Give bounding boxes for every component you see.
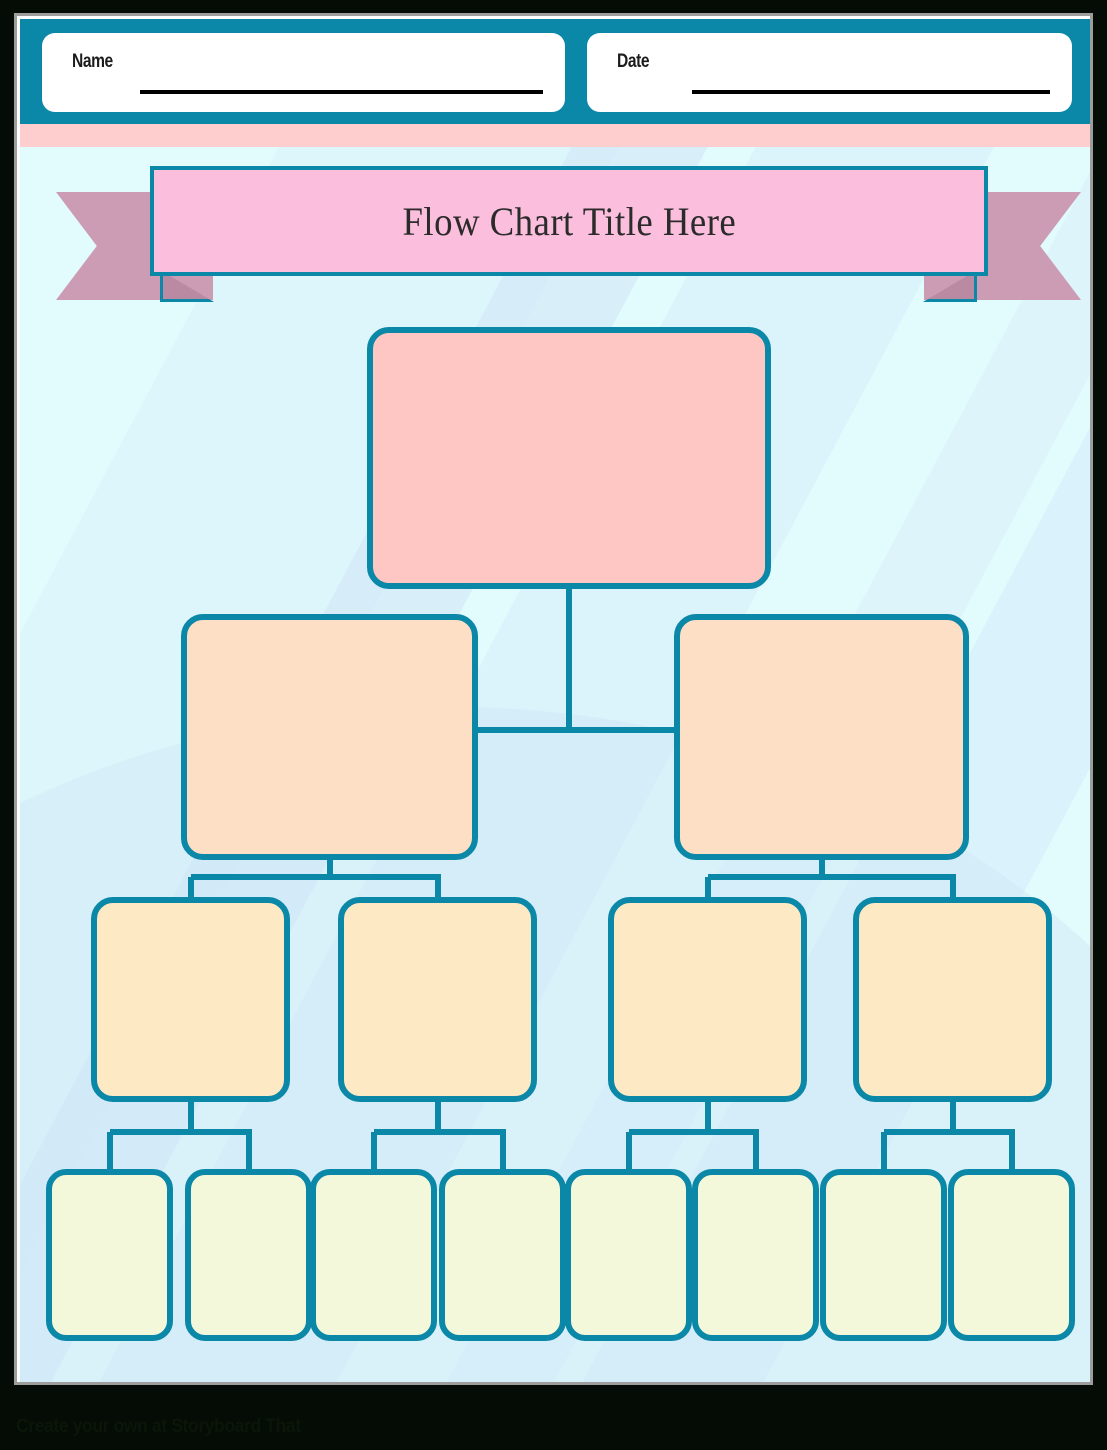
flow-node-n3d[interactable] [853,897,1052,1102]
flow-node-n4c[interactable] [310,1169,437,1341]
connector-n2b-bus [707,873,956,880]
worksheet-sheet: Name Date [14,13,1093,1385]
connector-n2a-bus [190,873,441,880]
connector-n2b-right-drop [949,876,956,897]
connector-n3a-stem [187,1102,194,1133]
title-ribbon-banner: Flow Chart Title Here [53,166,1084,302]
connector-n1-stem [566,589,572,730]
header-band: Name Date [20,19,1090,124]
flow-node-n4a[interactable] [46,1169,173,1341]
flow-node-n4h[interactable] [948,1169,1075,1341]
connector-n3c-right-drop [752,1132,759,1169]
connector-n3c-bus [628,1129,759,1136]
flow-node-n2b[interactable] [674,614,969,860]
connector-n3d-left-drop [880,1132,887,1169]
flow-chart-title: Flow Chart Title Here [402,198,736,244]
flow-node-n4d[interactable] [439,1169,566,1341]
connector-n2a-stem [326,860,333,877]
connector-n3b-left-drop [370,1132,377,1169]
flow-node-n4e[interactable] [565,1169,692,1341]
name-label: Name [72,51,113,72]
flow-node-n3b[interactable] [338,897,537,1102]
connector-n3d-stem [949,1102,956,1133]
connector-n1-n2a [478,726,572,733]
connector-n3a-right-drop [245,1132,252,1169]
date-write-line[interactable] [692,90,1050,94]
date-label: Date [617,51,650,72]
flow-node-n4f[interactable] [692,1169,819,1341]
flow-node-n2a[interactable] [181,614,478,860]
connector-n3b-stem [434,1102,441,1133]
flow-node-n1[interactable] [367,327,771,589]
flow-chart [20,147,1090,1382]
connector-n3c-left-drop [625,1132,632,1169]
connector-n3d-right-drop [1008,1132,1015,1169]
connector-n2b-left-drop [704,876,711,897]
connector-n2b-stem [818,860,825,877]
connector-n1-n2b [569,726,677,733]
worksheet-canvas: Flow Chart Title Here [20,147,1090,1382]
connector-n3c-stem [704,1102,711,1133]
connector-n2a-left-drop [187,876,194,897]
connector-n3d-bus [883,1129,1015,1136]
flow-node-n4g[interactable] [820,1169,947,1341]
flow-node-n3c[interactable] [608,897,807,1102]
bottom-caption: Create your own at Storyboard That [16,1416,301,1437]
ribbon-center-panel[interactable]: Flow Chart Title Here [150,166,988,276]
name-write-line[interactable] [140,90,543,94]
connector-n3b-right-drop [499,1132,506,1169]
flow-node-n3a[interactable] [91,897,290,1102]
connector-n3a-left-drop [106,1132,113,1169]
name-field-card[interactable]: Name [42,33,565,112]
flow-node-n4b[interactable] [185,1169,312,1341]
pink-divider-strip [20,124,1090,147]
connector-n3b-bus [373,1129,506,1136]
connector-n3a-bus [109,1129,252,1136]
date-field-card[interactable]: Date [587,33,1072,112]
connector-n2a-right-drop [434,876,441,897]
